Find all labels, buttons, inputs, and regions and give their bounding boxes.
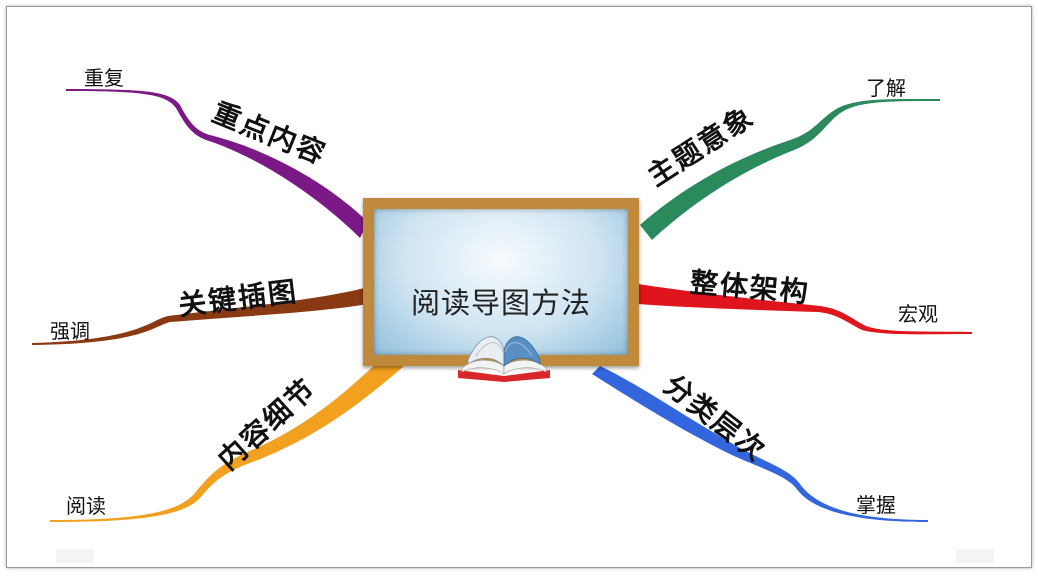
branch-line-guanjian: [32, 287, 368, 345]
corner-mark-right: [956, 549, 994, 563]
branch-line-neirong: [50, 360, 404, 522]
board-screen: 阅读导图方法: [374, 209, 628, 355]
branch-line-zhengti: [638, 284, 972, 335]
corner-mark-left: [56, 549, 94, 563]
leaf-label-guanjian: 强调: [50, 319, 90, 343]
center-blackboard: 阅读导图方法: [363, 198, 639, 366]
leaf-label-zhengti: 宏观: [898, 302, 938, 326]
leaf-label-zhuti: 了解: [866, 76, 906, 100]
leaf-label-neirong: 阅读: [66, 494, 106, 518]
leaf-label-zhongdian: 重复: [84, 66, 124, 90]
branch-line-fenlei: [592, 366, 928, 522]
center-topic: 阅读导图方法: [410, 286, 591, 320]
open-book-icon: [458, 336, 550, 382]
leaf-label-fenlei: 掌握: [856, 493, 896, 517]
